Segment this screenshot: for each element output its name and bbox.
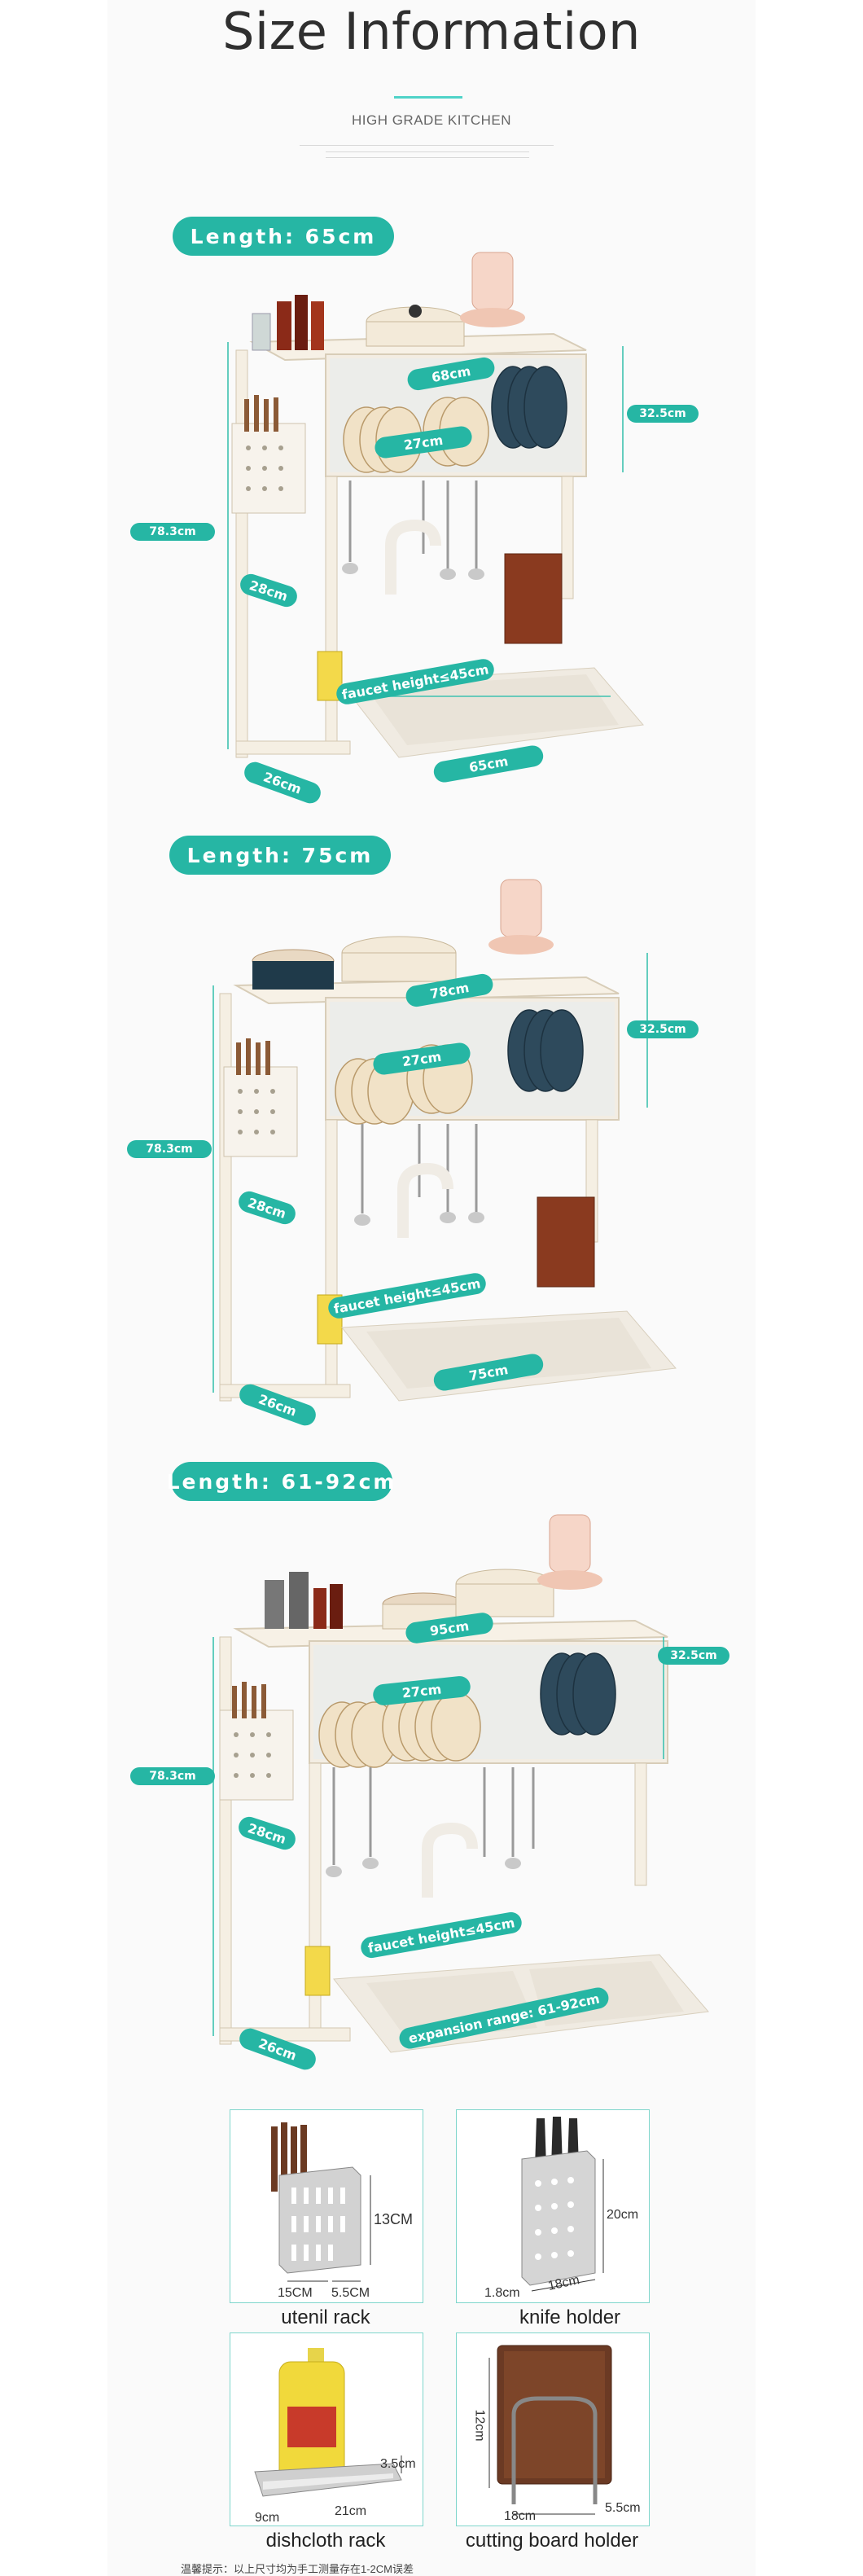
knife-holder-image xyxy=(521,2117,604,2292)
dim-right-height: 32.5cm xyxy=(658,1647,729,1665)
dim-left-height: 78.3cm xyxy=(130,523,215,541)
dim-width: 18cm xyxy=(504,2509,537,2523)
utensil-rack-image xyxy=(271,2122,371,2282)
dim-depth: 9cm xyxy=(255,2511,280,2525)
cutting-board-holder-image xyxy=(488,2345,612,2515)
dim-depth: 5.5CM xyxy=(331,2286,370,2300)
dim-height: 13CM xyxy=(374,2211,414,2227)
rack-drawing xyxy=(227,252,644,758)
section-length-label: Length: 65cm xyxy=(173,217,394,256)
accessory-card-knife-holder: 20cm 18cm 1.8cm xyxy=(456,2109,650,2303)
dim-height: 12cm xyxy=(472,2409,487,2442)
dim-right-height: 32.5cm xyxy=(627,1020,699,1038)
accessory-caption: cutting board holder xyxy=(465,2530,639,2552)
subtitle-rule xyxy=(326,151,529,152)
page-subtitle: HIGH GRADE KITCHEN xyxy=(351,112,512,128)
dish-rack-illustration xyxy=(204,1490,709,2060)
dish-rack-illustration xyxy=(204,244,659,814)
page-title: Size Information xyxy=(222,2,641,61)
footnote: 温馨提示：以上尺寸均为手工测量存在1-2CM误差 xyxy=(181,2563,414,2575)
accessory-card-utensil-rack: 13CM 15CM 5.5CM xyxy=(230,2109,423,2303)
section-length-label: Length: 61-92cm xyxy=(167,1462,394,1501)
dim-width: 15CM xyxy=(278,2286,313,2300)
dish-rack-illustration xyxy=(204,855,677,1425)
rack-drawing xyxy=(212,1514,709,2053)
dishcloth-rack-image xyxy=(254,2348,402,2497)
subtitle-rule xyxy=(300,145,554,146)
rack-drawing xyxy=(212,879,677,1402)
dim-width: 21cm xyxy=(335,2504,367,2518)
dim-height: 3.5cm xyxy=(380,2457,416,2471)
dim-left-height: 78.3cm xyxy=(127,1140,212,1158)
dim-right-height: 32.5cm xyxy=(627,405,699,423)
dim-depth: 5.5cm xyxy=(605,2501,641,2515)
accessory-caption: utenil rack xyxy=(281,2306,370,2328)
subtitle-rule xyxy=(326,157,529,158)
title-underline xyxy=(394,96,462,99)
section-length-label: Length: 75cm xyxy=(169,836,391,875)
accessory-caption: dishcloth rack xyxy=(265,2530,386,2552)
accessory-card-dishcloth-rack: 3.5cm 21cm 9cm xyxy=(230,2332,423,2526)
accessory-caption: knife holder xyxy=(519,2306,621,2328)
dim-depth: 1.8cm xyxy=(484,2286,520,2300)
dim-height: 20cm xyxy=(607,2208,639,2222)
accessory-card-cutting-board-holder: 12cm 18cm 5.5cm xyxy=(456,2332,650,2526)
dim-left-height: 78.3cm xyxy=(130,1767,215,1785)
